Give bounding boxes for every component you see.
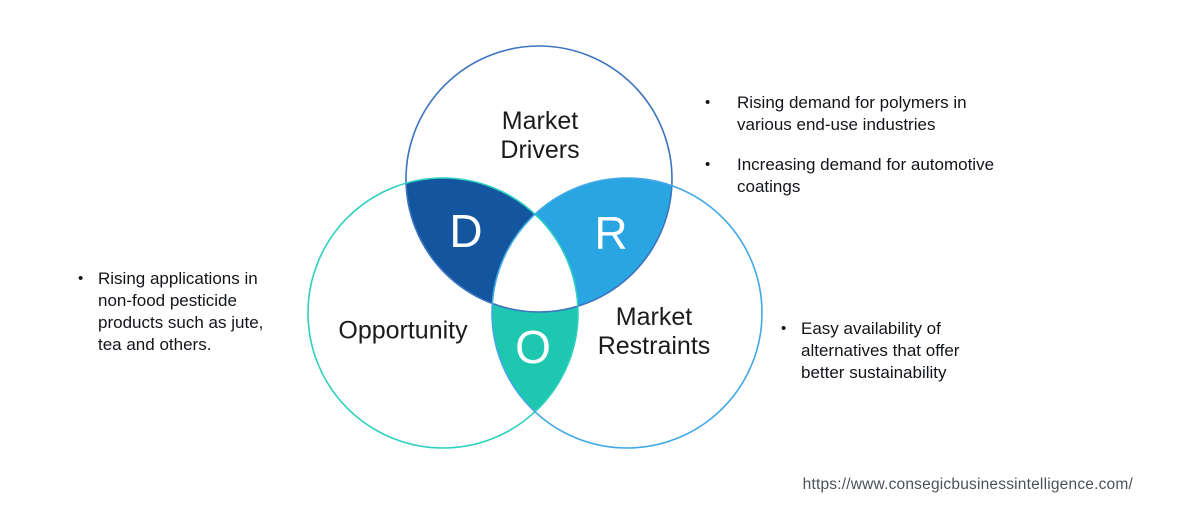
list-item: • Increasing demand for automotive coati… — [705, 154, 1009, 198]
restraints-label-line1: Market — [615, 303, 693, 331]
list-item: • Rising applications in non-food pestic… — [78, 268, 290, 356]
drivers-label-line2: Drivers — [500, 136, 580, 164]
restraints-circle-outline — [491, 177, 763, 449]
restraint-bullet-1: Easy availability of alternatives that o… — [801, 319, 960, 382]
drivers-label-line1: Market — [501, 107, 579, 135]
opportunity-bullet-list: • Rising applications in non-food pestic… — [78, 268, 290, 356]
opportunity-label: Opportunity — [338, 316, 468, 345]
bullet-icon: • — [705, 94, 711, 111]
bullet-icon: • — [781, 320, 787, 337]
bullet-icon: • — [705, 156, 711, 173]
list-item: • Easy availability of alternatives that… — [781, 318, 999, 384]
drivers-bullet-list: • Rising demand for polymers in various … — [705, 92, 1009, 198]
driver-bullet-2: Increasing demand for automotive coating… — [737, 155, 995, 196]
opportunity-circle-outline — [307, 177, 579, 449]
source-url: https://www.consegicbusinessintelligence… — [802, 476, 1133, 493]
restraints-lens-letter: R — [594, 207, 628, 259]
drivers-circle-outline — [405, 45, 673, 313]
drivers-lens-letter: D — [449, 205, 483, 257]
list-item: • Rising demand for polymers in various … — [705, 92, 1009, 136]
driver-bullet-1: Rising demand for polymers in various en… — [737, 93, 967, 134]
restraints-label: Market Restraints — [598, 303, 711, 361]
drivers-label: Market Drivers — [500, 107, 579, 165]
bullet-icon: • — [78, 270, 84, 287]
restraints-bullet-list: • Easy availability of alternatives that… — [781, 318, 999, 384]
opportunity-bullet-1: Rising applications in non-food pesticid… — [98, 269, 264, 354]
restraints-label-line2: Restraints — [597, 332, 711, 360]
opportunity-lens-letter: O — [515, 321, 551, 373]
